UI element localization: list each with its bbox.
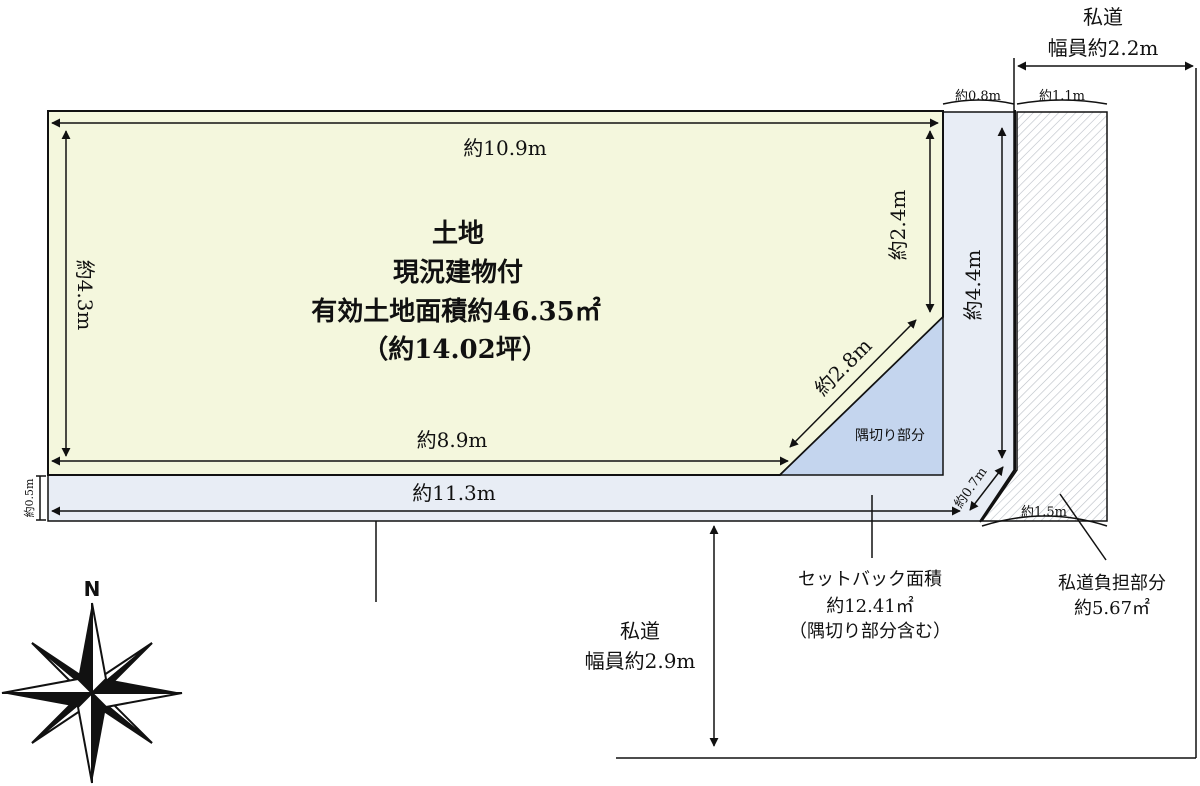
road-right-width: 幅員約2.2m bbox=[1048, 36, 1159, 60]
land-title: 土地 bbox=[432, 219, 484, 249]
land-area bbox=[47, 110, 944, 476]
compass-north-label: N bbox=[84, 577, 101, 601]
dim-hatch-bottom-label: 約1.5m bbox=[1021, 505, 1067, 520]
land-area-label: 有効土地面積約46.35㎡ bbox=[311, 296, 600, 327]
burden-title: 私道負担部分 bbox=[1058, 573, 1166, 594]
dim-top-width-label: 約10.9m bbox=[463, 136, 547, 160]
dim-right-outer-label: 約4.4m bbox=[961, 250, 985, 321]
dim-inner-bottom-label: 約8.9m bbox=[417, 428, 488, 452]
dim-right-inner-label: 約2.4m bbox=[886, 190, 910, 261]
compass-rose-icon bbox=[1, 602, 183, 784]
dim-bottom-width-label: 約11.3m bbox=[412, 481, 496, 505]
dim-hatch-top-label: 約1.1m bbox=[1039, 89, 1085, 104]
land-subtitle: 現況建物付 bbox=[393, 258, 523, 288]
road-right-title: 私道 bbox=[1083, 5, 1123, 29]
dim-hatch-bottom bbox=[981, 515, 1108, 527]
dim-diagonal bbox=[789, 319, 917, 448]
dim-left-height-label: 約4.3m bbox=[73, 260, 97, 331]
dim-hatch-top bbox=[1016, 99, 1108, 105]
setback-note: （隅切り部分含む） bbox=[789, 621, 951, 642]
road-bottom-width: 幅員約2.9m bbox=[585, 649, 696, 673]
setback-title: セットバック面積 bbox=[798, 569, 942, 590]
dim-corner-diag bbox=[969, 466, 1004, 511]
road-bottom-title: 私道 bbox=[620, 619, 660, 643]
dim-strip-top bbox=[942, 99, 1015, 105]
land-tsubo-label: （約14.02坪） bbox=[362, 334, 547, 365]
setback-area-value: 約12.41㎡ bbox=[826, 595, 914, 617]
private-road-burden-area bbox=[980, 111, 1108, 522]
leader-burden bbox=[1059, 493, 1107, 561]
dim-strip-top-label: 約0.8m bbox=[955, 89, 1001, 104]
burden-area-value: 約5.67㎡ bbox=[1074, 597, 1150, 619]
corner-cut-label: 隅切り部分 bbox=[855, 428, 925, 444]
dim-setback-depth-label: 約0.5m bbox=[22, 478, 36, 517]
